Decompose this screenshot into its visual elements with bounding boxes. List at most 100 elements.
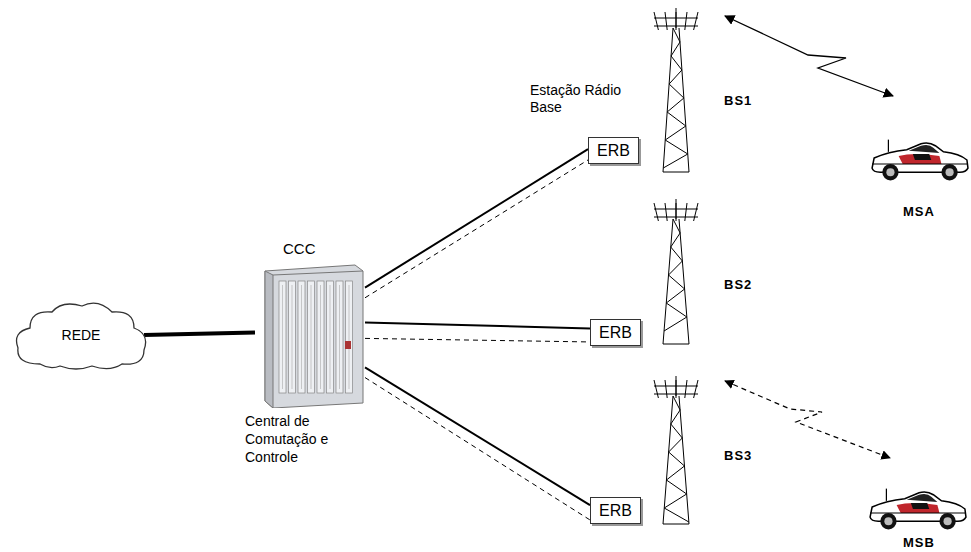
tower-brace xyxy=(669,84,684,98)
tower-brace xyxy=(665,126,686,140)
tower-antenna xyxy=(694,203,698,221)
tower-brace xyxy=(669,275,685,289)
tower-antenna xyxy=(654,12,658,30)
tower-base xyxy=(663,344,689,345)
tower-leg xyxy=(663,396,673,524)
card-line xyxy=(339,285,340,389)
tower-antenna xyxy=(685,12,687,30)
link-line xyxy=(365,367,590,505)
tower-base xyxy=(663,172,689,173)
car-icon xyxy=(870,489,966,530)
tower-leg xyxy=(679,28,689,172)
card-slot xyxy=(308,281,315,393)
tower-antenna xyxy=(676,380,677,398)
tower-name: BS3 xyxy=(724,447,752,464)
tower-antenna xyxy=(676,203,677,221)
card-line xyxy=(330,285,331,389)
tower-brace xyxy=(671,410,680,424)
card-line xyxy=(311,285,312,389)
card-line xyxy=(349,285,350,389)
tower-name: BS1 xyxy=(724,92,752,109)
tower-brace xyxy=(673,219,680,233)
card-slot xyxy=(327,281,334,393)
card-line xyxy=(320,285,321,389)
tower-antenna xyxy=(665,12,667,30)
tower-brace xyxy=(666,303,687,317)
tower-antenna xyxy=(685,203,687,221)
tower-brace xyxy=(673,28,680,42)
card-line xyxy=(282,285,283,389)
station-name: ERB xyxy=(597,141,630,160)
tower-antenna xyxy=(665,203,667,221)
equipment-caption: Central de Comutação e Controle xyxy=(245,412,363,466)
tower-brace xyxy=(664,317,687,331)
radio-link xyxy=(725,16,893,96)
cabinet-drawing xyxy=(255,263,365,408)
tower-brace xyxy=(671,424,682,438)
tower-brace xyxy=(671,56,682,70)
tower-antenna xyxy=(676,12,677,30)
link-line xyxy=(365,160,588,298)
radio-tower xyxy=(654,199,698,344)
tower-brace xyxy=(669,452,685,466)
tower-leg xyxy=(679,396,689,524)
tower-brace xyxy=(669,438,683,452)
tower-brace xyxy=(666,466,684,480)
mobile-name: MSA xyxy=(903,203,935,220)
switching-center: CCC Central de Comutação e Controle xyxy=(245,240,365,466)
tower-brace xyxy=(664,494,686,508)
card-slot xyxy=(346,281,353,393)
tower-brace xyxy=(665,140,688,154)
card-slot xyxy=(336,281,343,393)
tower-brace xyxy=(667,98,684,112)
car-icon xyxy=(872,140,968,181)
tower-antenna xyxy=(694,380,698,398)
tower-leg xyxy=(679,219,689,344)
tower-antenna xyxy=(685,380,687,398)
card-line xyxy=(301,285,302,389)
equipment-cabinet xyxy=(255,263,365,408)
tower-brace xyxy=(669,261,683,275)
tower-base xyxy=(663,524,689,525)
equipment-name: CCC xyxy=(283,240,316,257)
tower-group xyxy=(654,8,698,524)
tower-brace xyxy=(671,233,680,247)
tower-antenna xyxy=(654,380,658,398)
tower-brace xyxy=(666,480,686,494)
tower-brace xyxy=(671,247,683,261)
tower-brace xyxy=(667,112,686,126)
card-line xyxy=(292,285,293,389)
card-slot xyxy=(317,281,324,393)
card-slot xyxy=(298,281,305,393)
tower-brace xyxy=(673,396,680,410)
tower-antenna xyxy=(654,203,658,221)
tower-leg xyxy=(663,219,673,344)
network-name: REDE xyxy=(62,327,101,343)
cloud-shape xyxy=(17,303,146,369)
station-name: ERB xyxy=(599,501,632,520)
tower-brace xyxy=(663,154,687,168)
tower-antenna xyxy=(665,380,667,398)
tower-leg xyxy=(663,28,673,172)
radio-tower xyxy=(654,376,698,524)
base-station-box: ERB xyxy=(588,137,639,164)
base-station-box: ERB xyxy=(590,319,641,346)
station-caption: Estação Rádio Base xyxy=(530,82,625,116)
radio-link xyxy=(725,381,890,458)
link-line xyxy=(365,378,590,520)
tower-brace xyxy=(671,42,680,56)
card-slot xyxy=(289,281,296,393)
tower-brace xyxy=(669,70,682,84)
mobile-name: MSB xyxy=(903,534,935,551)
card-slot xyxy=(279,281,286,393)
station-name: ERB xyxy=(599,323,632,342)
tower-antenna xyxy=(694,12,698,30)
link-line xyxy=(144,333,255,335)
tower-name: BS2 xyxy=(724,276,752,293)
radio-tower xyxy=(654,8,698,172)
base-station-box: ERB xyxy=(590,497,641,524)
link-line xyxy=(365,149,588,288)
link-line xyxy=(365,322,590,328)
tower-brace xyxy=(664,508,689,522)
